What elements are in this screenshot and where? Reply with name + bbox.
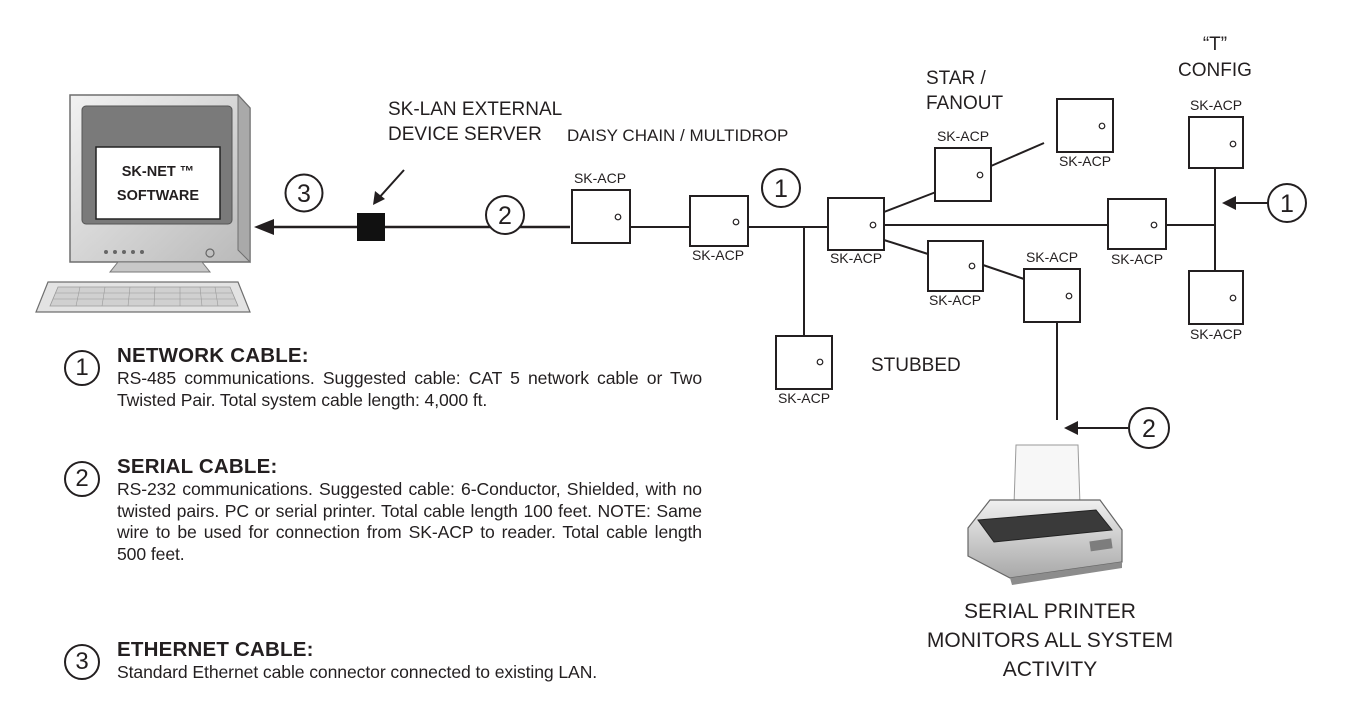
panel-star-2-label: SK-ACP (1059, 153, 1111, 169)
panel-star-2 (1056, 98, 1114, 153)
panel-chain-1-label: SK-ACP (574, 170, 626, 186)
panel-star-1 (934, 147, 992, 202)
panel-fan-1-label: SK-ACP (929, 292, 981, 308)
arrowhead-left-icon (254, 219, 274, 235)
panel-t-left-label: SK-ACP (1111, 251, 1163, 267)
software-label-line1: SK-NET ™ (122, 164, 195, 180)
star-label-line2: FANOUT (926, 93, 1003, 114)
software-label-line2: SOFTWARE (117, 188, 199, 204)
panel-printer (1023, 268, 1081, 323)
legend-description: RS-232 communications. Suggested cable: … (117, 479, 702, 564)
t-config-label-line1: “T” (1203, 34, 1227, 55)
legend-title: SERIAL CABLE: (117, 455, 278, 478)
panel-chain-1 (571, 189, 631, 244)
pointer-arrowhead-icon (373, 191, 385, 205)
panel-hub-label: SK-ACP (830, 250, 882, 266)
computer-icon (35, 93, 251, 313)
panel-printer-label: SK-ACP (1026, 249, 1078, 265)
panel-chain-2-label: SK-ACP (692, 247, 744, 263)
daisy-chain-label: DAISY CHAIN / MULTIDROP (567, 126, 788, 145)
callout-ethernet: 3 (284, 173, 324, 213)
callout-serial-printer: 2 (1064, 407, 1170, 449)
printer-label-line2: MONITORS ALL SYSTEM (927, 629, 1173, 652)
panel-t-top-label: SK-ACP (1190, 97, 1242, 113)
serial-printer-icon (967, 444, 1123, 585)
legend-number: 1 (64, 350, 100, 386)
legend-number: 3 (64, 644, 100, 680)
stubbed-label: STUBBED (871, 355, 961, 376)
device-server-label-line1: SK-LAN EXTERNAL (388, 99, 562, 120)
svg-text:1: 1 (1280, 190, 1294, 218)
panel-t-top (1188, 116, 1244, 169)
panel-fan-1 (927, 240, 984, 292)
svg-text:2: 2 (1142, 415, 1156, 443)
device-server (357, 213, 385, 241)
legend-title: NETWORK CABLE: (117, 344, 309, 367)
panel-chain-2 (689, 195, 749, 247)
panel-stub (775, 335, 833, 390)
panel-stub-label: SK-ACP (778, 390, 830, 406)
svg-text:1: 1 (774, 175, 788, 203)
panel-t-left (1107, 198, 1167, 250)
legend-title: ETHERNET CABLE: (117, 638, 314, 661)
printer-label-line3: ACTIVITY (1003, 658, 1098, 681)
panel-hub (827, 197, 885, 251)
panel-t-bottom (1188, 270, 1244, 325)
network-cables (630, 142, 1216, 420)
device-server-pointer (377, 169, 405, 200)
panel-t-bottom-label: SK-ACP (1190, 326, 1242, 342)
t-config-label-line2: CONFIG (1178, 60, 1252, 81)
legend-description: RS-485 communications. Suggested cable: … (117, 368, 702, 410)
panel-star-1-label: SK-ACP (937, 128, 989, 144)
callout-serial-pc: 2 (485, 195, 525, 235)
svg-text:3: 3 (297, 180, 311, 208)
svg-text:2: 2 (498, 202, 512, 230)
device-server-label-line2: DEVICE SERVER (388, 124, 542, 145)
callout-network-chain: 1 (761, 168, 801, 208)
star-label-line1: STAR / (926, 68, 987, 89)
printer-label-line1: SERIAL PRINTER (964, 600, 1136, 623)
legend-description: Standard Ethernet cable connector connec… (117, 662, 598, 682)
callout-network-t: 1 (1222, 183, 1307, 223)
legend-number: 2 (64, 461, 100, 497)
